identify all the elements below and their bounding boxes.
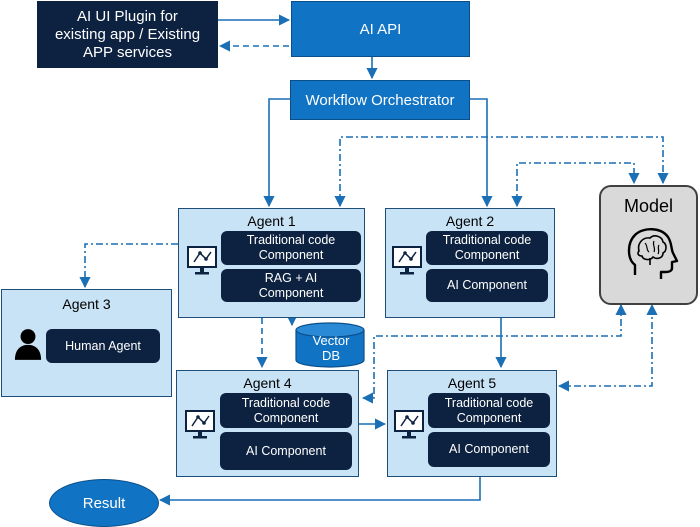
- vector-db-line2: DB: [321, 348, 341, 363]
- agent5-ai-component: AI Component: [428, 432, 550, 467]
- monitor-icon: [392, 246, 422, 275]
- vector-db-line1: Vector: [312, 333, 350, 348]
- agent3-title: Agent 3: [62, 296, 111, 312]
- agent5-traditional-code-component: Traditional code Component: [428, 393, 550, 428]
- vector-db-cylinder: [295, 322, 365, 368]
- ai-api-label: AI API: [359, 20, 402, 38]
- agent2-ai-component: AI Component: [426, 269, 548, 302]
- agent5-to-result-arrow: [158, 477, 481, 506]
- agent1-to-agent3-arrow: [79, 243, 178, 289]
- agent1-comp2-line2: Component: [258, 285, 324, 300]
- agent1-box: Agent 1 Traditional code Component RAG +…: [178, 208, 365, 318]
- agent4-comp1-line2: Component: [253, 410, 319, 425]
- agent1-title: Agent 1: [247, 213, 296, 229]
- agent4-traditional-code-component: Traditional code Component: [220, 393, 352, 428]
- orchestrator-label: Workflow Orchestrator: [305, 91, 455, 109]
- agent5-title: Agent 5: [447, 375, 497, 391]
- plugin-label-line3: APP services: [83, 43, 172, 61]
- agent4-comp2-label: AI Component: [246, 443, 326, 458]
- result-label: Result: [82, 494, 126, 512]
- agent2-box: Agent 2 Traditional code Component AI Co…: [385, 208, 555, 318]
- agent5-model-link: [557, 303, 658, 392]
- orchestrator-to-agent1-arrow: [263, 98, 290, 208]
- plugin-label-line1: AI UI Plugin for: [77, 7, 178, 25]
- agent1-comp1-line1: Traditional code: [246, 233, 336, 247]
- model-box: Model: [599, 185, 698, 305]
- agent5-comp1-line1: Traditional code: [444, 395, 534, 410]
- agent2-comp2-label: AI Component: [447, 278, 527, 292]
- plugin-label-line2: existing app / Existing: [54, 25, 201, 43]
- brain-head-icon: [627, 228, 679, 279]
- ai-api-box: AI API: [291, 1, 470, 57]
- agent2-title: Agent 2: [445, 213, 495, 229]
- monitor-icon: [187, 246, 217, 275]
- orchestrator-to-agent2-arrow: [470, 98, 493, 208]
- agent4-ai-component: AI Component: [220, 432, 352, 470]
- agent5-comp2-label: AI Component: [449, 442, 529, 456]
- agent1-comp1-line2: Component: [258, 248, 324, 262]
- person-icon: [14, 329, 42, 360]
- agent3-comp-label: Human Agent: [65, 338, 141, 353]
- agent3-box: Agent 3 Human Agent: [1, 289, 172, 397]
- agent1-model-link: [334, 136, 669, 208]
- ai-ui-plugin-box: AI UI Plugin for existing app / Existing…: [37, 1, 218, 68]
- agent4-comp1-line1: Traditional code: [241, 395, 331, 410]
- agent2-traditional-code-component: Traditional code Component: [426, 231, 548, 265]
- workflow-orchestrator-box: Workflow Orchestrator: [290, 80, 470, 120]
- agent2-model-link: [511, 162, 640, 208]
- agent1-comp2-line1: RAG + AI: [264, 270, 318, 285]
- monitor-icon: [185, 410, 215, 439]
- agent4-box: Agent 4 Traditional code Component AI Co…: [176, 370, 359, 477]
- agent2-comp1-line2: Component: [454, 248, 520, 262]
- agent1-rag-ai-component: RAG + AI Component: [221, 269, 361, 302]
- agent1-traditional-code-component: Traditional code Component: [221, 231, 361, 265]
- agent3-human-agent-component: Human Agent: [46, 329, 160, 363]
- agent2-comp1-line1: Traditional code: [442, 233, 532, 247]
- model-label: Model: [623, 196, 674, 216]
- agent5-box: Agent 5 Traditional code Component AI Co…: [387, 370, 557, 477]
- monitor-icon: [394, 410, 424, 439]
- vector-db-label: Vector DB: [305, 333, 357, 363]
- agent5-comp1-line2: Component: [456, 410, 522, 425]
- result-ellipse: Result: [49, 479, 159, 527]
- agent4-title: Agent 4: [243, 375, 292, 391]
